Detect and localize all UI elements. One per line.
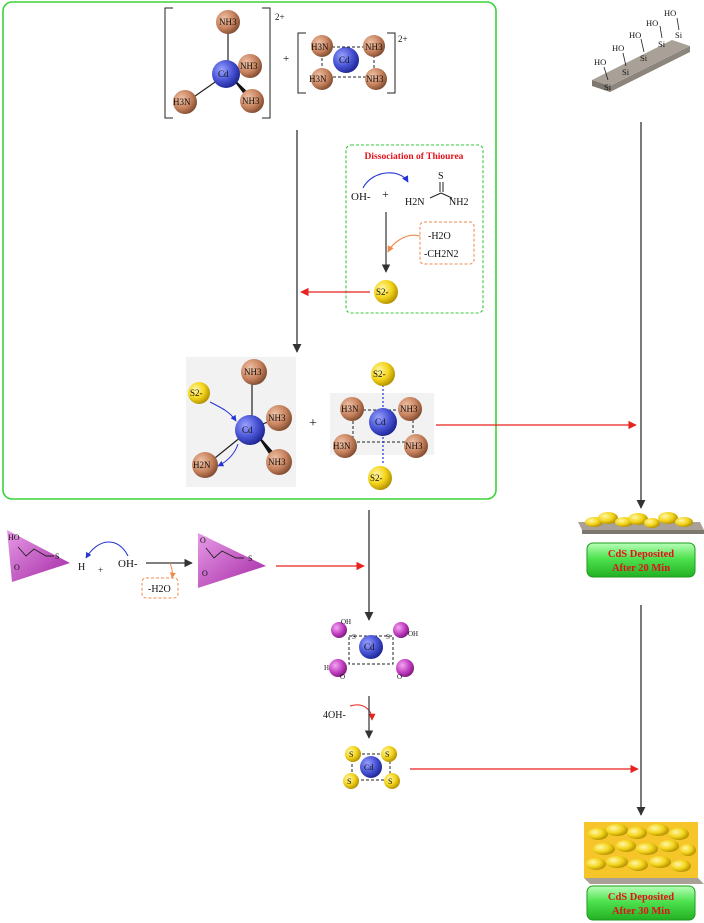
h-label: H bbox=[78, 562, 85, 573]
badge-line1: CdS Deposited bbox=[608, 549, 674, 560]
cd-complex-with-sulfide-3d: Cd S2- NH3 NH3 H2N NH3 bbox=[186, 357, 296, 487]
thiourea-s-label: S bbox=[438, 171, 444, 182]
cd-complex-with-sulfide-planar: Cd H3N NH3 H3N NH3 S2- S2- bbox=[330, 362, 434, 490]
cd-atom bbox=[212, 60, 240, 88]
sulfide-ion bbox=[374, 280, 398, 304]
oh-label: OH bbox=[408, 630, 418, 638]
ho-label: HO bbox=[646, 18, 658, 28]
h3n-label: H3N bbox=[311, 42, 329, 52]
s-label: S bbox=[385, 750, 389, 759]
plus-sign: + bbox=[309, 416, 317, 431]
ho-label: HO bbox=[612, 43, 624, 53]
o-label: O bbox=[340, 673, 345, 681]
badge-cds-20min: CdS Deposited After 20 Min bbox=[586, 542, 696, 578]
s-label: S bbox=[386, 633, 390, 641]
s-label: S bbox=[248, 554, 252, 563]
oh-minus-label: OH- bbox=[118, 558, 138, 570]
thiourea-box-title: Dissociation of Thiourea bbox=[365, 152, 464, 162]
cd-label: Cd bbox=[364, 642, 375, 652]
nh3-label: NH3 bbox=[400, 404, 418, 414]
thiourea-h2n-label: H2N bbox=[405, 197, 424, 208]
four-oh-label: 4OH- bbox=[323, 710, 346, 721]
h3n-label: H3N bbox=[341, 404, 359, 414]
cd-thioglycolate-complex: Cd OH OH H O O S S bbox=[324, 618, 418, 681]
charge-label: 2+ bbox=[398, 34, 408, 44]
charge-label: 2+ bbox=[275, 12, 285, 22]
cd-ammine-complex-3d: 2+ Cd NH3 NH3 H3N NH3 bbox=[164, 7, 285, 119]
badge-line1: CdS Deposited bbox=[608, 892, 674, 903]
nh3-label: NH3 bbox=[268, 457, 286, 467]
o-label: O bbox=[202, 569, 208, 578]
s2-label: S2- bbox=[373, 369, 386, 379]
minus-ch2n2-label: -CH2N2 bbox=[424, 249, 458, 260]
nh3-label: NH3 bbox=[268, 413, 286, 423]
thioglycolic-acid: HO O S H bbox=[7, 530, 85, 582]
s2-label: S2- bbox=[376, 287, 389, 297]
h2o-byproduct-box bbox=[141, 577, 179, 599]
h3n-label: H3N bbox=[333, 441, 351, 451]
nh3-label: NH3 bbox=[219, 17, 237, 27]
cd-ammine-complex-planar: 2+ Cd H3N NH3 H3N NH3 bbox=[297, 32, 408, 94]
si-oh-substrate: Si Si Si Si Si HO HO HO HO HO bbox=[592, 8, 690, 92]
h-label: H bbox=[324, 664, 329, 672]
thioglycolate-ion: O O S bbox=[198, 533, 266, 588]
s-label: S bbox=[55, 552, 59, 561]
plus-sign: + bbox=[283, 53, 289, 65]
o-label: O bbox=[200, 536, 206, 545]
cd-label: Cd bbox=[375, 417, 386, 427]
oh-minus-label: OH- bbox=[351, 191, 371, 203]
nh3-label: NH3 bbox=[242, 96, 260, 106]
minus-h2o-label: -H2O bbox=[428, 231, 451, 242]
cd-label: Cd bbox=[242, 425, 253, 435]
thiourea-dissociation-box: Dissociation of Thiourea OH- + S H2N NH2… bbox=[345, 144, 484, 314]
ho-label: HO bbox=[8, 533, 20, 542]
oh-label: OH bbox=[341, 618, 351, 626]
si-label: Si bbox=[675, 30, 683, 40]
nh3-label: NH3 bbox=[244, 367, 262, 377]
o-label: O bbox=[14, 563, 20, 572]
plus-sign: + bbox=[382, 187, 389, 201]
reaction-frame bbox=[2, 1, 497, 500]
badge-line2: After 30 Min bbox=[612, 906, 670, 917]
nh3-label: NH3 bbox=[405, 441, 423, 451]
nh3-label: NH3 bbox=[240, 61, 258, 71]
blue-curved-arrow bbox=[85, 541, 129, 559]
badge-cds-30min: CdS Deposited After 30 Min bbox=[586, 885, 696, 921]
s-label: S bbox=[347, 777, 351, 786]
s-label: S bbox=[352, 633, 356, 641]
si-label: Si bbox=[604, 82, 612, 92]
cd-label: Cd bbox=[218, 69, 229, 79]
h2n-label: H2N bbox=[193, 460, 211, 470]
h3n-label: H3N bbox=[309, 74, 327, 84]
cd-label: Cd bbox=[339, 55, 350, 65]
ho-label: HO bbox=[664, 8, 676, 18]
substrate-20min bbox=[578, 512, 704, 534]
s-label: S bbox=[388, 777, 392, 786]
minus-h2o-label: -H2O bbox=[148, 584, 171, 595]
h3n-label: H3N bbox=[173, 97, 191, 107]
s2-label: S2- bbox=[370, 473, 383, 483]
cd-label: Cd bbox=[364, 763, 373, 772]
ho-label: HO bbox=[594, 57, 606, 67]
plus-sign: + bbox=[98, 565, 103, 575]
ho-label: HO bbox=[629, 30, 641, 40]
thiourea-nh2-label: NH2 bbox=[449, 197, 468, 208]
cds-cluster: Cd S S S S bbox=[343, 746, 400, 789]
s-label: S bbox=[349, 750, 353, 759]
si-label: Si bbox=[622, 67, 630, 77]
badge-line2: After 20 Min bbox=[612, 563, 670, 574]
red-curved-arrow bbox=[349, 704, 376, 721]
si-label: Si bbox=[640, 53, 648, 63]
substrate-30min bbox=[584, 822, 704, 884]
o-label: O bbox=[397, 673, 402, 681]
s2-label: S2- bbox=[190, 388, 203, 398]
nh3-label: NH3 bbox=[366, 74, 384, 84]
si-label: Si bbox=[658, 39, 666, 49]
nh3-label: NH3 bbox=[365, 42, 383, 52]
